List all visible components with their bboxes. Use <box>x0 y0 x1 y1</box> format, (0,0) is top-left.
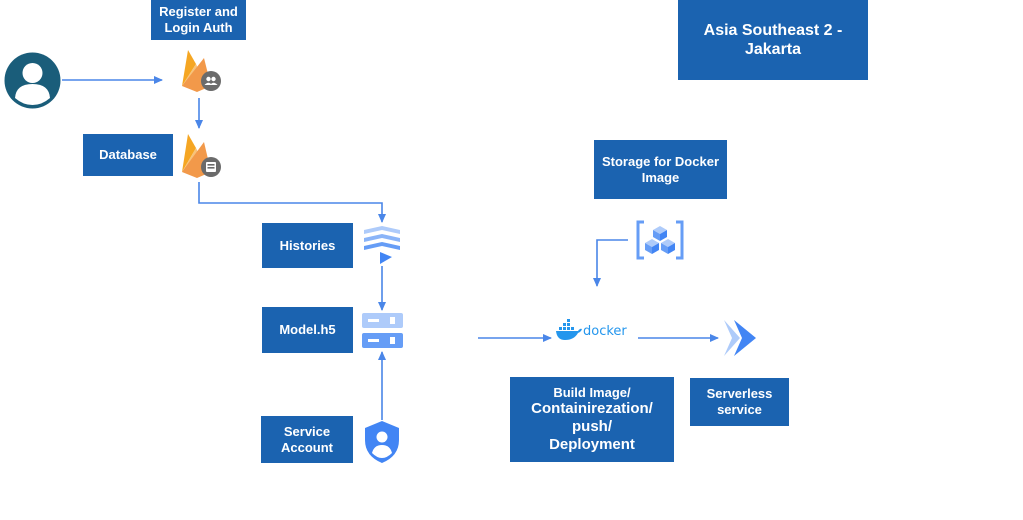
firebase-database-icon <box>178 130 224 180</box>
histories-label: Histories <box>262 223 353 268</box>
register-auth-line-2: Login Auth <box>164 20 233 35</box>
register-auth-label: Register and Login Auth <box>151 0 246 40</box>
docker-whale-icon <box>556 319 582 340</box>
build-line-2: Containirezation/ <box>531 400 653 418</box>
register-auth-line-1: Register and <box>159 4 238 20</box>
storage-line-1: Storage for Docker <box>601 153 720 169</box>
docker-wordmark: docker <box>583 324 627 339</box>
user-avatar-icon <box>4 52 61 109</box>
cloud-run-histories-icon <box>362 224 402 266</box>
firebase-auth-icon <box>178 46 224 94</box>
server-storage-icon <box>361 312 404 349</box>
build-label: Build Image/ Containirezation/ push/ Dep… <box>510 377 674 462</box>
edge-registry-to-docker <box>593 239 628 287</box>
build-line-4: Deployment <box>549 436 635 454</box>
service-account-shield-icon <box>363 420 401 464</box>
service-account-label: Service Account <box>261 416 353 463</box>
serverless-label: Serverless service <box>690 378 789 426</box>
storage-label: Storage for Docker Image <box>594 140 727 199</box>
database-label: Database <box>83 134 173 176</box>
docker-logo: docker <box>555 318 635 342</box>
artifact-registry-icon <box>636 220 684 260</box>
service-account-line-2: Account <box>281 439 333 455</box>
cloud-run-serverless-icon <box>722 318 758 358</box>
build-line-3: push/ <box>572 418 612 436</box>
serverless-line-2: service <box>717 402 762 417</box>
storage-line-2: Image <box>641 169 680 185</box>
service-account-line-1: Service <box>283 423 331 439</box>
region-line-2: Jakarta <box>744 41 802 58</box>
serverless-line-1: Serverless <box>706 386 773 402</box>
build-line-1: Build Image/ <box>553 384 631 400</box>
region-line-1: Asia Southeast 2 - <box>703 21 843 39</box>
edge-database-to-histories <box>198 182 386 223</box>
region-label: Asia Southeast 2 - Jakarta <box>678 0 868 80</box>
model-label: Model.h5 <box>262 307 353 353</box>
